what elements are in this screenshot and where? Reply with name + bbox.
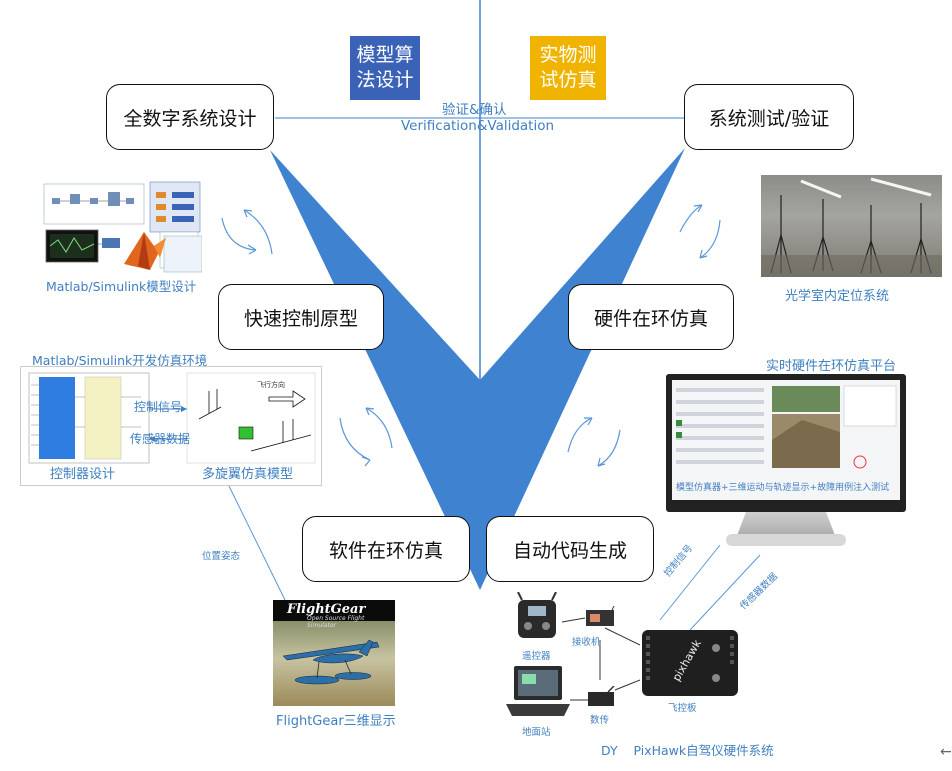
datalink-device [584, 686, 618, 708]
ground-station-laptop [502, 664, 570, 720]
monitor: 模型仿真器+三维运动与轨迹显示+故障用例注入测试 [666, 374, 906, 512]
ground-station-caption: 地面站 [522, 724, 551, 738]
optical-lab-photo [761, 175, 942, 277]
rc-receiver-line [562, 618, 585, 622]
pixhawk-board: pixhawk [640, 628, 740, 698]
monitor-base [726, 534, 846, 546]
vv-label-en: Verification&Validation [401, 118, 554, 134]
flightgear-thumbnail: FlightGear Open Source Flight Simulator [273, 600, 395, 706]
hil-platform-title: 实时硬件在环仿真平台 [766, 355, 896, 374]
flightgear-caption: FlightGear三维显示 [276, 710, 396, 729]
matlab-design-caption: Matlab/Simulink模型设计 [46, 276, 196, 295]
receiver-device [584, 606, 616, 628]
tag-algorithm-design: 模型算法设计 [350, 36, 420, 100]
controller-design-caption: 控制器设计 [50, 463, 115, 482]
tag-physical-sim: 实物测试仿真 [530, 36, 606, 100]
stage-sil: 软件在环仿真 [302, 516, 470, 582]
stage-hil: 硬件在环仿真 [568, 284, 734, 350]
stage-rapid-prototype: 快速控制原型 [218, 284, 384, 350]
stage-codegen: 自动代码生成 [486, 516, 654, 582]
ctrl-signal-line [660, 545, 720, 620]
matlab-thumbnail [42, 180, 202, 276]
arrow-left-icon: ← [940, 744, 952, 760]
receiver-caption: 接收机 [572, 634, 601, 648]
rc-transmitter [514, 592, 560, 642]
rc-caption: 遥控器 [522, 648, 551, 662]
monitor-screen: 模型仿真器+三维运动与轨迹显示+故障用例注入测试 [672, 380, 900, 500]
vv-label-zh: 验证&确认 [442, 98, 507, 118]
pose-line [228, 484, 285, 600]
control-signal-label: 控制信号 [134, 398, 182, 415]
multirotor-model-caption: 多旋翼仿真模型 [202, 463, 293, 482]
stage-system-design: 全数字系统设计 [106, 84, 274, 150]
flight-dir-text: 飞行方向 [257, 380, 285, 389]
pixhawk-footer: DY PixHawk自驾仪硬件系统 [601, 740, 774, 759]
flight-ctrl-caption: 飞控板 [668, 700, 697, 714]
datalink-caption: 数传 [590, 712, 609, 726]
optical-caption: 光学室内定位系统 [785, 285, 889, 304]
sensor-data-label: 传感器数据 [130, 430, 190, 447]
pose-label: 位置姿态 [202, 548, 240, 562]
monitor-caption: 模型仿真器+三维运动与轨迹显示+故障用例注入测试 [676, 480, 896, 493]
receiver-fc-line [605, 628, 640, 645]
stage-system-test: 系统测试/验证 [684, 84, 854, 150]
datalink-fc-line [615, 680, 640, 690]
